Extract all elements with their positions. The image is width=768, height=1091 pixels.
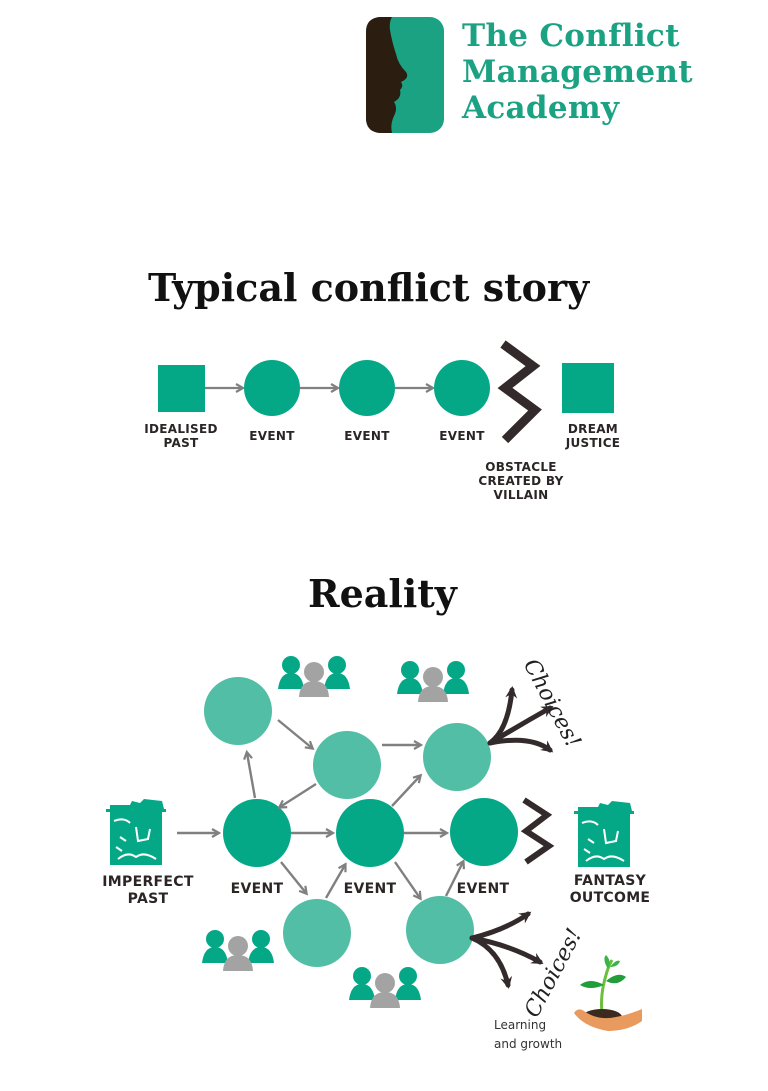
event-circle — [450, 798, 518, 866]
people-group-icon — [278, 656, 350, 697]
arrow — [324, 865, 345, 899]
label-line: IDEALISED — [144, 422, 218, 436]
event-label: EVENT — [337, 429, 397, 443]
possible-event-circle — [423, 723, 491, 791]
logo-line-1: The Conflict — [462, 18, 680, 54]
label-line: VILLAIN — [493, 488, 549, 502]
possible-event-circle — [406, 896, 474, 964]
broken-box-icon — [574, 801, 634, 867]
event-circle — [434, 360, 490, 416]
label-line: EVENT — [439, 429, 485, 443]
possible-event-circle — [283, 899, 351, 967]
obstacle-zigzag-icon — [497, 340, 542, 444]
dream-justice-label: DREAM JUSTICE — [553, 422, 633, 450]
label-line: and growth — [494, 1037, 563, 1051]
possible-event-circle — [204, 677, 272, 745]
possible-event-circle — [313, 731, 381, 799]
event-label: EVENT — [230, 881, 284, 897]
idealised-past-label: IDEALISED PAST — [141, 422, 221, 450]
label-line: CREATED BY — [478, 474, 564, 488]
event-label: EVENT — [456, 881, 510, 897]
label-line: PAST — [163, 436, 199, 450]
branching-arrows-icon — [469, 911, 544, 989]
event-circle — [336, 799, 404, 867]
reality-title: Reality — [308, 571, 457, 616]
label-line: OUTCOME — [569, 890, 651, 906]
branching-arrows-icon — [487, 686, 554, 753]
plant-in-hand-icon — [574, 955, 642, 1031]
event-label: EVENT — [242, 429, 302, 443]
people-group-icon — [202, 930, 274, 971]
event-circle — [244, 360, 300, 416]
arrow — [277, 719, 312, 748]
label-line: OBSTACLE — [485, 460, 557, 474]
label-line: FANTASY — [573, 873, 647, 889]
dream-justice-square — [562, 363, 614, 413]
learning-growth-label: Learning and growth — [494, 1016, 562, 1054]
event-label: EVENT — [343, 881, 397, 897]
label-line: EVENT — [249, 429, 295, 443]
logo-line-2: Management — [462, 54, 693, 90]
arrow — [247, 753, 257, 799]
event-label: EVENT — [432, 429, 492, 443]
imperfect-past-label: IMPERFECT PAST — [96, 874, 200, 908]
label-line: PAST — [127, 891, 169, 907]
logo-line-3: Academy — [462, 90, 620, 126]
arrow — [280, 861, 306, 893]
event-circle — [223, 799, 291, 867]
label-line: IMPERFECT — [102, 874, 194, 890]
event-circle — [339, 360, 395, 416]
fantasy-outcome-label: FANTASY OUTCOME — [560, 873, 660, 907]
typical-title: Typical conflict story — [148, 265, 590, 310]
broken-box-icon — [106, 799, 166, 865]
arrow — [391, 776, 420, 807]
people-group-icon — [397, 661, 469, 702]
obstacle-label: OBSTACLE CREATED BY VILLAIN — [471, 460, 571, 502]
faces-vase-icon — [366, 17, 444, 133]
label-line: JUSTICE — [565, 436, 621, 450]
idealised-past-square — [158, 365, 205, 412]
label-line: Learning — [494, 1018, 547, 1032]
label-line: DREAM — [567, 422, 619, 436]
arrow — [280, 782, 317, 807]
people-group-icon — [349, 967, 421, 1008]
arrow — [394, 861, 420, 898]
logo: The Conflict Management Academy — [364, 16, 704, 134]
label-line: EVENT — [344, 429, 390, 443]
arrow — [444, 862, 463, 897]
obstacle-zigzag-icon — [520, 797, 555, 865]
